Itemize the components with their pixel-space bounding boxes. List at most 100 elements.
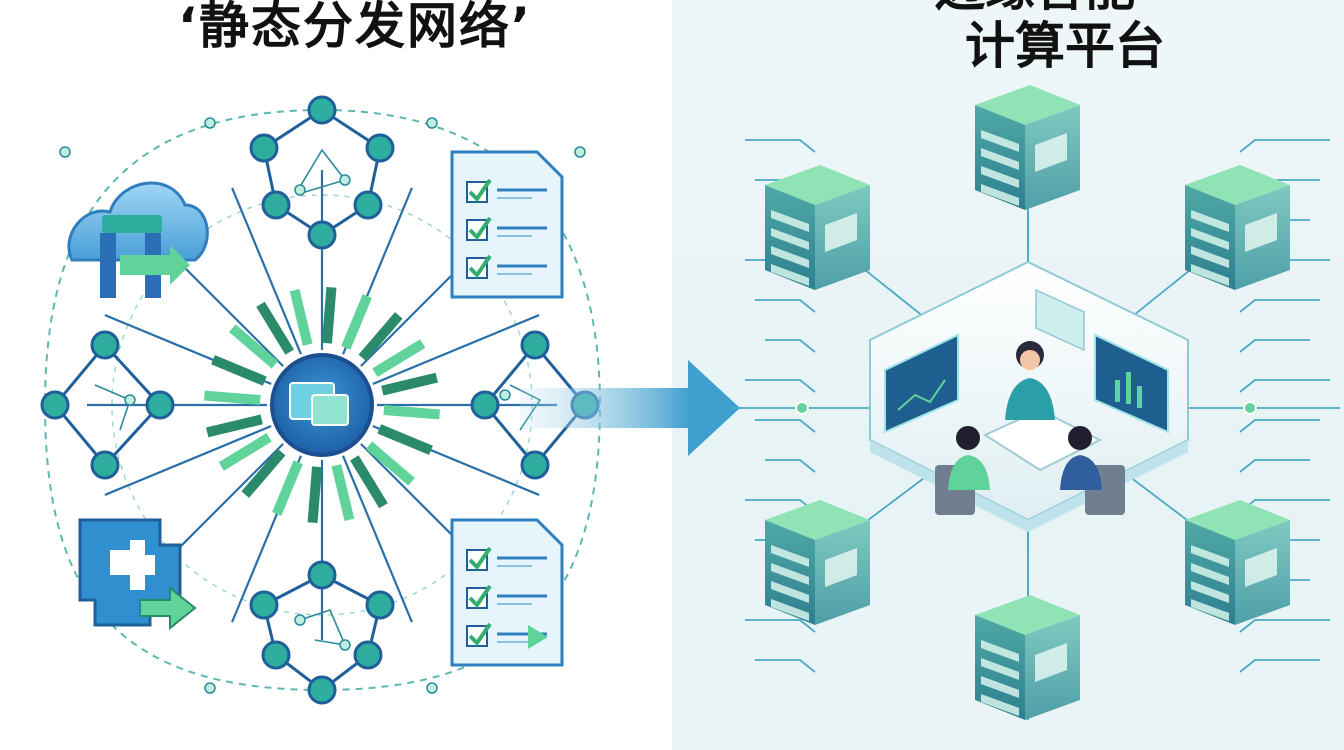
server-rack [1185,500,1290,625]
drive-bay [1191,210,1229,232]
small-node [426,117,438,129]
server-rack [975,595,1080,720]
spoke-line [231,187,302,355]
drive-bay [771,581,809,603]
hub-arrow [203,390,261,406]
check-icon [468,546,492,571]
network-node [520,330,550,360]
hub-arrow [211,355,267,386]
hub-arrow [272,460,303,516]
network-node [90,330,120,360]
central-hub [270,353,374,457]
server-top [765,500,870,540]
network-node [470,390,500,420]
check-icon [468,216,492,241]
network-node [307,560,337,590]
drive-bay [1191,264,1229,286]
circuit-trace [1239,139,1330,153]
hub-arrow [341,294,372,350]
hub-arrow [321,286,337,344]
drive-bay [1191,599,1229,621]
circuit-trace [745,139,816,153]
circuit-trace [765,459,816,473]
drive-bay [981,184,1019,206]
person-seated-left [935,426,990,515]
drive-bay [771,545,809,567]
check-icon [468,254,492,279]
hub-arrow [358,312,403,362]
drive-bay [1191,581,1229,603]
circuit-trace [1239,299,1320,313]
transition-arrow [520,360,740,456]
circuit-trace [745,379,816,393]
circuit-trace [1239,459,1310,473]
server-rack [975,85,1080,210]
network-node [353,640,383,670]
drive-bay [771,563,809,585]
network-node [365,590,395,620]
wall-screen [1035,288,1085,352]
hub-arrow [218,433,272,471]
checklist-documents [450,150,564,667]
circuit-trace [755,419,816,433]
person-seated-right [1060,426,1125,515]
hub-arrow [241,448,286,498]
drive-bay [1191,228,1229,250]
circuit-trace [1239,619,1330,633]
drive-bay [771,264,809,286]
left-title: ‘静态分发网络’ [178,0,532,55]
junction-node [1243,401,1257,415]
network-node [40,390,70,420]
checkbox [466,181,488,203]
network-node [145,390,175,420]
circuit-trace [765,339,816,353]
network-node [249,133,279,163]
small-node [124,394,136,406]
checkbox [466,625,488,647]
small-node [339,174,351,186]
junction-node [795,401,809,415]
hub-arrow [365,441,415,486]
circuit-trace [1239,659,1320,673]
hub-arrow-fan [203,286,441,524]
drive-bay [981,658,1019,680]
network-node [249,590,279,620]
hub-arrow [350,455,388,509]
circuit-trace [1239,379,1330,393]
server-top [975,85,1080,125]
spoke-line [342,455,413,623]
central-workspace [869,260,1189,532]
small-node [426,682,438,694]
edge-computing-scene [730,85,1340,720]
drive-bay [1191,563,1229,585]
server-top [1185,500,1290,540]
right-title-line2: 计算平台 [965,17,1165,75]
network-node [520,450,550,480]
monitor-left [884,333,959,434]
check-icon [468,178,492,203]
server-rack [765,500,870,625]
small-node [294,614,306,626]
drive-bay [771,228,809,250]
server-rack [765,165,870,290]
server-panel [825,213,857,252]
checkbox [466,587,488,609]
hub-arrow [383,404,441,420]
circuit-trace [755,299,816,313]
server-panel [1035,643,1067,682]
drive-bay [771,210,809,232]
circuit-trace [745,619,816,633]
small-node [59,146,71,158]
hub-arrow [307,466,323,524]
small-node [499,389,511,401]
server-panel [1245,213,1277,252]
server-top [975,595,1080,635]
server-panel [825,548,857,587]
network-node [365,133,395,163]
network-node [261,640,291,670]
hub-arrow [289,289,313,346]
play-arrow-icon [528,625,548,649]
checkbox [466,549,488,571]
network-node [307,675,337,705]
hub-arrow [331,464,355,521]
